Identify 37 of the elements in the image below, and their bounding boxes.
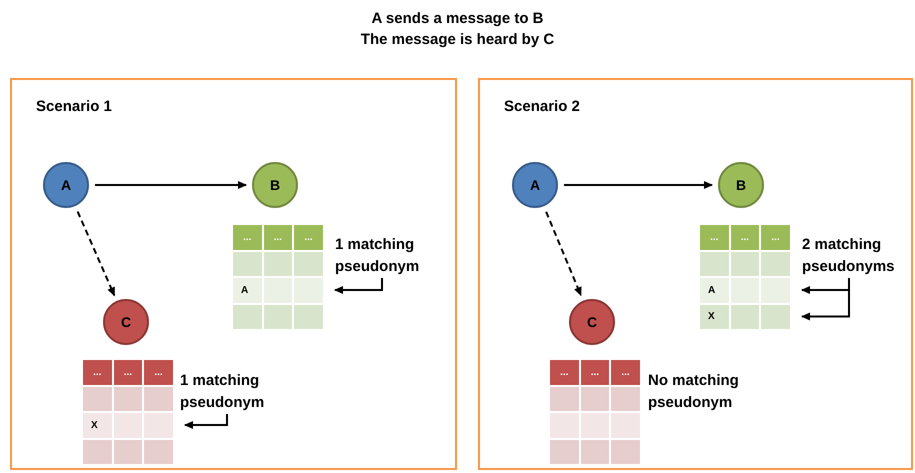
- table-cell: ...: [264, 225, 292, 250]
- table-cell: ...: [144, 360, 173, 384]
- table-cell: ...: [233, 225, 262, 250]
- arrow: [545, 211, 582, 296]
- annotation-text: 2 matching pseudonyms: [802, 234, 912, 278]
- pseudonym-table: [700, 225, 790, 331]
- arrow: [564, 181, 713, 189]
- annotation-text: 1 matching pseudonym: [180, 370, 275, 414]
- table-cell: A: [700, 278, 729, 302]
- panel-heading: Scenario 2: [504, 97, 580, 117]
- scenario-panel: [10, 78, 457, 470]
- table-cell: ...: [700, 225, 729, 250]
- arrow: [76, 211, 116, 296]
- table-cell: X: [700, 304, 729, 329]
- table-cell: X: [83, 413, 112, 438]
- annotation-text: 1 matching pseudonym: [335, 234, 430, 278]
- table-cell: ...: [730, 225, 760, 250]
- table-cell: A: [233, 278, 262, 302]
- title-text: The message is heard by C: [360, 30, 556, 50]
- title-text: A sends a message to B: [370, 9, 544, 29]
- scenario-panel: [478, 78, 913, 470]
- pseudonym-table: [233, 225, 323, 331]
- table-cell: ...: [580, 360, 610, 384]
- table-cell: ...: [761, 225, 790, 250]
- arrow: [334, 278, 383, 294]
- panel-heading: Scenario 1: [36, 97, 112, 117]
- table-cell: ...: [114, 360, 142, 384]
- arrow: [95, 181, 247, 189]
- pseudonym-table: [550, 360, 640, 466]
- note-text: No matching pseudonym: [648, 371, 740, 413]
- table-cell: ...: [611, 360, 640, 384]
- pseudonym-table: [83, 360, 173, 466]
- table-cell: ...: [83, 360, 112, 384]
- table-cell: ...: [550, 360, 579, 384]
- arrow: [184, 414, 228, 429]
- table-cell: ...: [294, 225, 323, 250]
- arrow: [801, 278, 850, 320]
